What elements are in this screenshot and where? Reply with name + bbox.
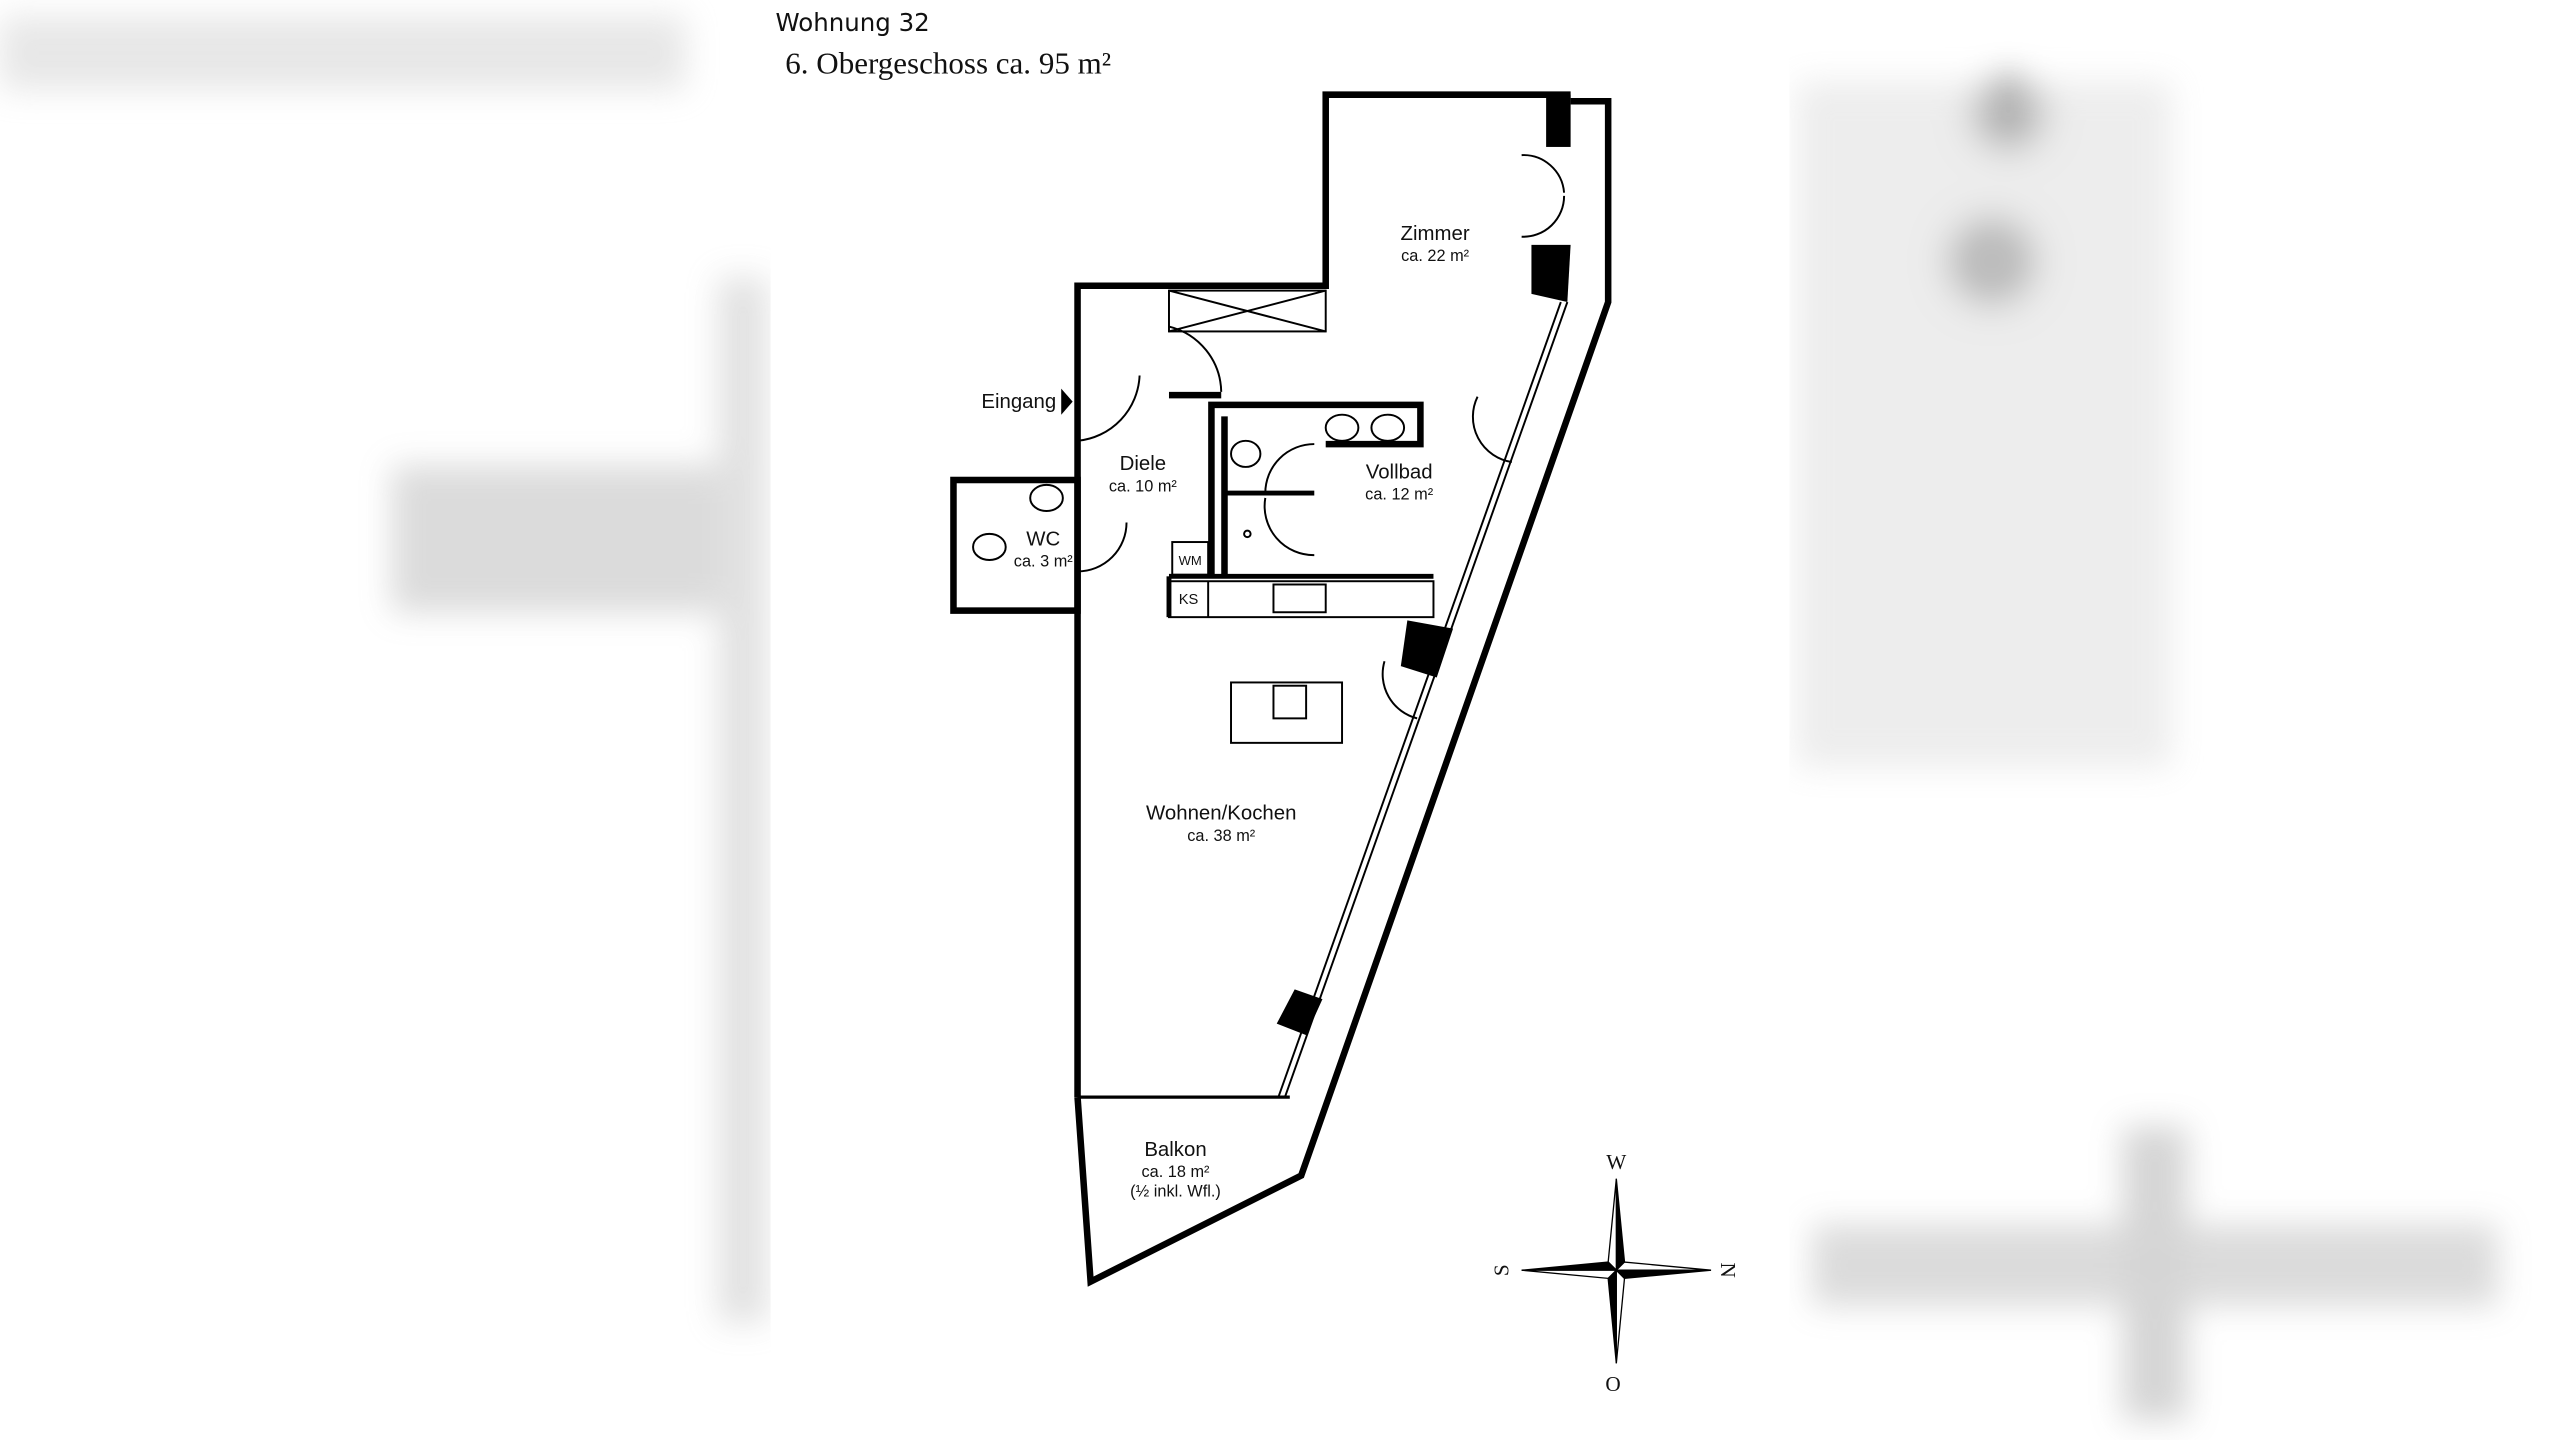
compass-east: O bbox=[1605, 1372, 1620, 1396]
room-area-balkon: ca. 18 m² bbox=[1142, 1163, 1211, 1181]
room-area-diele: ca. 10 m² bbox=[1109, 477, 1178, 495]
compass-rose-icon bbox=[1521, 1178, 1712, 1364]
room-name-zimmer: Zimmer bbox=[1401, 223, 1470, 245]
compass-north: N bbox=[1716, 1263, 1740, 1278]
fridge-label: KS bbox=[1179, 592, 1199, 608]
room-name-wc: WC bbox=[1026, 528, 1060, 550]
room-name-balkon: Balkon bbox=[1144, 1139, 1206, 1161]
columns bbox=[1276, 94, 1571, 1036]
room-note-balkon: (½ inkl. Wfl.) bbox=[1130, 1183, 1221, 1201]
plan-title: Wohnung 32 bbox=[776, 8, 930, 37]
plan-subtitle: 6. Obergeschoss ca. 95 m² bbox=[785, 45, 1111, 80]
windows-and-doors bbox=[972, 154, 1569, 1098]
room-name-vollbad: Vollbad bbox=[1366, 461, 1433, 483]
entrance-label: Eingang bbox=[981, 391, 1056, 413]
washing-machine-label: WM bbox=[1179, 553, 1202, 568]
room-name-wohnen-kochen: Wohnen/Kochen bbox=[1146, 803, 1296, 825]
compass-south: S bbox=[1490, 1264, 1514, 1276]
room-area-vollbad: ca. 12 m² bbox=[1365, 486, 1434, 504]
blurred-background bbox=[0, 16, 2498, 1421]
room-area-wc: ca. 3 m² bbox=[1014, 553, 1073, 571]
plan-panel bbox=[770, 0, 1790, 1440]
room-area-zimmer: ca. 22 m² bbox=[1401, 247, 1470, 265]
room-area-wohnen-kochen: ca. 38 m² bbox=[1187, 827, 1256, 845]
compass-west: W bbox=[1606, 1150, 1626, 1174]
room-name-diele: Diele bbox=[1120, 453, 1166, 475]
arrow-right-icon bbox=[1061, 388, 1073, 415]
